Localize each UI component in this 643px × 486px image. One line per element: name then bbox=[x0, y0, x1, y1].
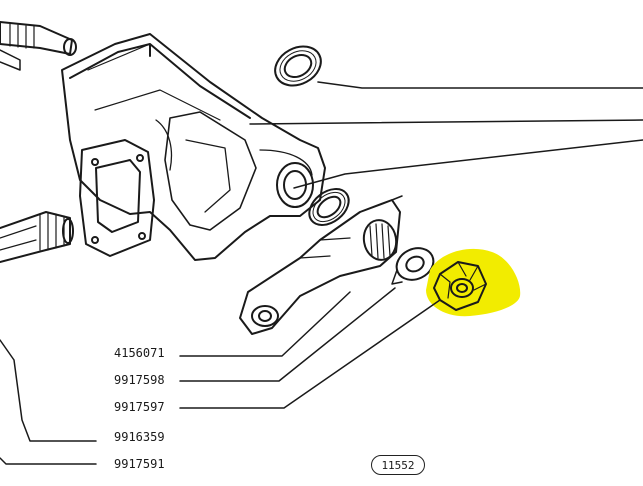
pitman-arm bbox=[239, 195, 403, 335]
figure-number-badge: 11552 bbox=[371, 455, 425, 475]
lock-washer bbox=[391, 247, 435, 285]
sector-shaft-seal bbox=[308, 188, 350, 226]
callout-part-number: 9917598 bbox=[114, 373, 165, 387]
callout-part-number: 9917591 bbox=[114, 457, 165, 471]
side-cover-flange bbox=[79, 139, 155, 257]
column-shaft bbox=[0, 211, 74, 263]
pitman-arm-nut bbox=[433, 261, 487, 311]
steering-box-housing bbox=[61, 33, 326, 261]
callout-part-number: 9916359 bbox=[114, 430, 165, 444]
nut-highlight bbox=[426, 248, 521, 317]
leader-lines bbox=[0, 81, 643, 465]
figure-number: 11552 bbox=[381, 458, 415, 472]
callout-part-number: 4156071 bbox=[114, 346, 165, 360]
input-shaft bbox=[0, 21, 77, 71]
oil-seal-upper bbox=[274, 45, 322, 87]
callout-part-number: 9917597 bbox=[114, 400, 165, 414]
